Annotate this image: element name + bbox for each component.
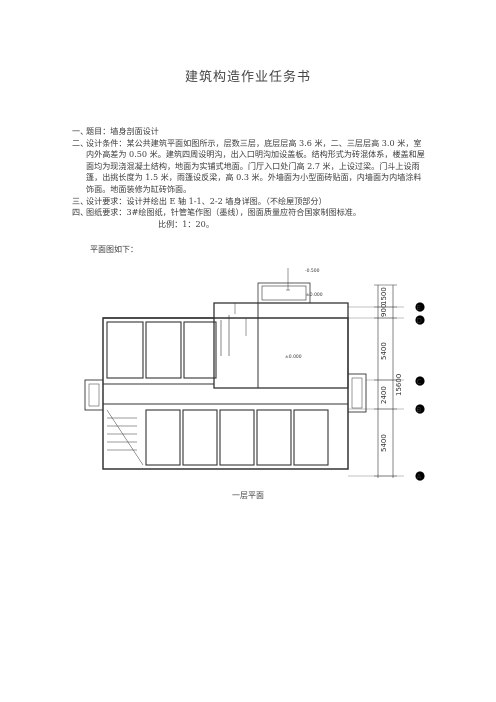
item-number: 三、 bbox=[72, 195, 89, 206]
item-text: 题目：墙身剖面设计 bbox=[86, 126, 159, 136]
dimension-lines bbox=[348, 284, 404, 478]
dim-5400-lower: 5400 bbox=[380, 434, 388, 452]
north-rooms bbox=[106, 321, 217, 379]
list-item: 四、 图纸要求：3#绘图纸，针管笔作图（墨线），图面质量应符合国家制图标准。 bbox=[72, 207, 428, 219]
main-body bbox=[102, 317, 349, 470]
plan-caption: 平面图如下： bbox=[90, 245, 138, 254]
scale-text: 比例：1：20。 bbox=[158, 218, 214, 229]
axis-e: E bbox=[417, 304, 421, 312]
list-item: 一、 题目：墙身剖面设计 bbox=[72, 126, 428, 138]
dim-5400-upper: 5400 bbox=[380, 342, 388, 360]
dim-2400: 2400 bbox=[380, 386, 388, 404]
elev-entry: ±0.000 bbox=[306, 292, 323, 298]
item-number: 二、 bbox=[72, 137, 89, 148]
list-item: 三、 设计要求：设计并绘出 E 轴 1-1、2-2 墙身详图。（不绘屋顶部分） bbox=[72, 196, 428, 208]
item-text: 设计条件：某公共建筑平面如图所示，层数三层，底层层高 3.6 米，二、三层层高 … bbox=[86, 137, 425, 194]
axis-a: A bbox=[417, 473, 422, 481]
page-title: 建筑构造作业任务书 bbox=[184, 70, 311, 85]
elev-hall: ±0.000 bbox=[285, 354, 302, 360]
entry-porch bbox=[257, 268, 311, 304]
west-stair bbox=[106, 409, 144, 466]
floor-caption: 一层平面 bbox=[232, 491, 264, 500]
list-item: 二、 设计条件：某公共建筑平面如图所示，层数三层，底层层高 3.6 米，二、三层… bbox=[72, 138, 428, 196]
dim-1500: 1500 bbox=[380, 287, 388, 305]
axis-b: B bbox=[417, 406, 422, 414]
axis-c: C bbox=[417, 378, 422, 386]
dim-900: 900 bbox=[380, 304, 388, 317]
west-porch bbox=[84, 379, 104, 411]
axis-markers: E D C B A bbox=[415, 302, 425, 481]
item-text: 设计要求：设计并绘出 E 轴 1-1、2-2 墙身详图。（不绘屋顶部分） bbox=[86, 195, 327, 206]
item-text: 图纸要求：3#绘图纸，针管笔作图（墨线），图面质量应符合国家制图标准。 bbox=[86, 207, 361, 218]
elev-top: -0.500 bbox=[305, 268, 320, 274]
task-list: 一、 题目：墙身剖面设计 二、 设计条件：某公共建筑平面如图所示，层数三层，底层… bbox=[72, 126, 428, 230]
dim-15600: 15600 bbox=[395, 374, 403, 396]
item-number: 四、 bbox=[72, 207, 89, 218]
south-rooms bbox=[145, 409, 329, 466]
axis-d: D bbox=[417, 317, 422, 325]
east-porch bbox=[347, 373, 367, 413]
upper-wing bbox=[213, 302, 349, 389]
item-number: 一、 bbox=[72, 126, 89, 136]
